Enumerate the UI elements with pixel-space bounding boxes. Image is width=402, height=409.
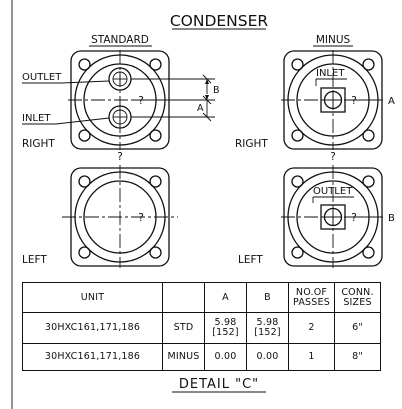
cell-passes: 2 xyxy=(288,312,335,344)
standard-left-label: LEFT xyxy=(22,254,47,266)
dimension-b-label: B xyxy=(213,85,220,96)
header-a: A xyxy=(204,282,247,313)
minus-left-label: LEFT xyxy=(238,254,263,266)
cell-a: 0.00 xyxy=(204,343,247,371)
drawing-title: CONDENSER xyxy=(170,12,269,30)
minus-outlet-label: OUTLET xyxy=(313,186,353,197)
cell-type: STD xyxy=(162,312,205,344)
minus-label-b: B xyxy=(388,213,395,224)
svg-text:?: ? xyxy=(330,151,336,163)
standard-heading: STANDARD xyxy=(91,34,149,46)
cell-unit: 30HXC161,171,186 xyxy=(22,312,163,344)
cell-a: 5.98[152] xyxy=(204,312,247,344)
cell-conn: 6" xyxy=(334,312,381,344)
minus-heading: MINUS xyxy=(316,34,351,46)
cell-b: 5.98[152] xyxy=(246,312,289,344)
outlet-label: OUTLET xyxy=(22,72,62,83)
dimension-a-label: A xyxy=(197,103,204,114)
header-conn-sizes: CONN.SIZES xyxy=(334,282,381,313)
standard-right-view: ? B A xyxy=(68,50,220,150)
minus-inlet-label: INLET xyxy=(316,68,345,79)
cell-unit: 30HXC161,171,186 xyxy=(22,343,163,371)
minus-outlet-nozzle xyxy=(323,207,343,227)
minus-right-label: RIGHT xyxy=(235,138,268,150)
header-type xyxy=(162,282,205,313)
header-unit: UNIT xyxy=(22,282,163,313)
svg-text:?: ? xyxy=(138,212,144,224)
svg-text:?: ? xyxy=(351,212,357,224)
cell-conn: 8" xyxy=(334,343,381,371)
minus-right-view: ? xyxy=(281,50,383,150)
standard-right-label: RIGHT xyxy=(22,138,55,150)
svg-text:?: ? xyxy=(117,151,123,163)
svg-text:?: ? xyxy=(138,95,144,107)
minus-label-a: A xyxy=(388,96,395,107)
svg-text:?: ? xyxy=(351,95,357,107)
cell-b: 0.00 xyxy=(246,343,289,371)
inlet-label: INLET xyxy=(22,113,51,124)
cell-passes: 1 xyxy=(288,343,335,371)
standard-left-view: ? xyxy=(62,165,178,268)
table-row: 30HXC161,171,186 STD 5.98[152] 5.98[152]… xyxy=(22,312,381,344)
minus-left-view: ? xyxy=(281,165,383,268)
detail-label: DETAIL "C" xyxy=(179,377,259,392)
cell-type: MINUS xyxy=(162,343,205,371)
header-b: B xyxy=(246,282,289,313)
minus-inlet-nozzle xyxy=(323,90,343,110)
table-row: 30HXC161,171,186 MINUS 0.00 0.00 1 8" xyxy=(22,343,381,371)
